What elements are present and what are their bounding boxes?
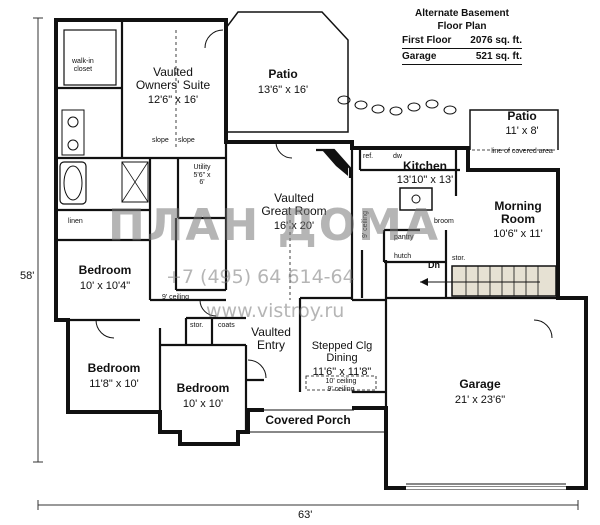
info-row-value: 521 sq. ft. [475, 51, 522, 62]
dw-label: dw [393, 153, 402, 160]
watermark-title: ПЛАН ДОМА [108, 200, 440, 251]
patio2-outline [469, 109, 559, 150]
covered-area-label: line of covered area [491, 148, 553, 155]
interior-walls [56, 22, 558, 488]
dimension-lines [33, 17, 579, 510]
bedroom3-size: 10' x 10' [182, 398, 224, 410]
great-room-name: Vaulted Great Room [261, 191, 327, 219]
morning-room-size: 10'6" x 11' [493, 228, 543, 240]
storage2-label: stor. [452, 255, 466, 262]
stepping-stones [337, 95, 457, 116]
entry-name: Vaulted Entry [251, 325, 291, 353]
walkin-closet-label: walk-in closet [72, 58, 94, 73]
info-row-label: First Floor [402, 35, 452, 46]
info-title-line1: Alternate Basement [415, 8, 509, 19]
watermark-phone: +7 (495) 64 614-64 [166, 266, 355, 288]
bedroom1-name: Bedroom [78, 263, 132, 277]
bathtub [59, 161, 87, 205]
info-row: Garage 521 sq. ft. [402, 49, 522, 65]
owners-suite-size: 12'6" x 16' [147, 94, 199, 106]
fireplace [322, 150, 348, 176]
stairs-down-label: Dn [428, 260, 440, 270]
info-title-line2: Floor Plan [437, 20, 487, 32]
morning-room-name: Morning Room [494, 199, 542, 227]
dining-ceiling-label: 10' ceiling 9' ceiling [325, 378, 357, 393]
ceiling-label: 9' ceiling [162, 294, 190, 301]
stairs [420, 265, 557, 297]
slope-label: slope [178, 137, 195, 144]
bedroom3-name: Bedroom [176, 381, 230, 395]
plan-info-box: Alternate Basement Floor Plan First Floo… [402, 8, 522, 65]
depth-dimension: 58' [20, 270, 35, 282]
info-row-label: Garage [402, 51, 437, 62]
bedroom1-size: 10' x 10'4" [79, 280, 131, 292]
linen-label: linen [68, 218, 83, 225]
info-row: First Floor 2076 sq. ft. [402, 33, 522, 49]
ref-label: ref. [363, 153, 374, 160]
pantry-label: pantry [394, 234, 414, 241]
watermark-url: www.vistroy.ru [206, 300, 345, 322]
hutch-label: hutch [394, 253, 412, 260]
door-swings [95, 29, 553, 379]
broom-label: broom [434, 218, 454, 225]
patio-name: Patio [268, 67, 298, 81]
utility-label: Utility 5'6" x 6' [193, 164, 211, 187]
kitchen-island [399, 187, 433, 211]
bedroom2-size: 11'8" x 10' [89, 378, 139, 390]
garage-size: 21' x 23'6" [454, 394, 506, 406]
great-room-size: 16' x 20' [273, 220, 315, 232]
width-dimension: 63' [298, 509, 313, 521]
walkin-closet [63, 29, 117, 86]
slope-label: slope [152, 137, 169, 144]
storage-label: stor. [190, 322, 204, 329]
bedroom2-name: Bedroom [87, 361, 141, 375]
garage-name: Garage [459, 377, 501, 391]
dining-name: Stepped Clg Dining [311, 340, 373, 365]
coats-label: coats [218, 322, 235, 329]
kitchen-size: 13'10" x 13' [396, 174, 454, 186]
covered-porch-label: Covered Porch [265, 413, 351, 427]
stepped-ceiling-outline [305, 375, 377, 391]
info-row-value: 2076 sq. ft. [470, 35, 522, 46]
dining-size: 11'6" x 11'8" [312, 366, 372, 378]
owners-suite-name: Vaulted Owners' Suite [135, 65, 211, 93]
kitchen-name: Kitchen [402, 159, 447, 173]
patio2-size: 11' x 8' [505, 125, 539, 137]
patio2-name: Patio [507, 109, 537, 123]
patio-size: 13'6" x 16' [257, 84, 309, 96]
